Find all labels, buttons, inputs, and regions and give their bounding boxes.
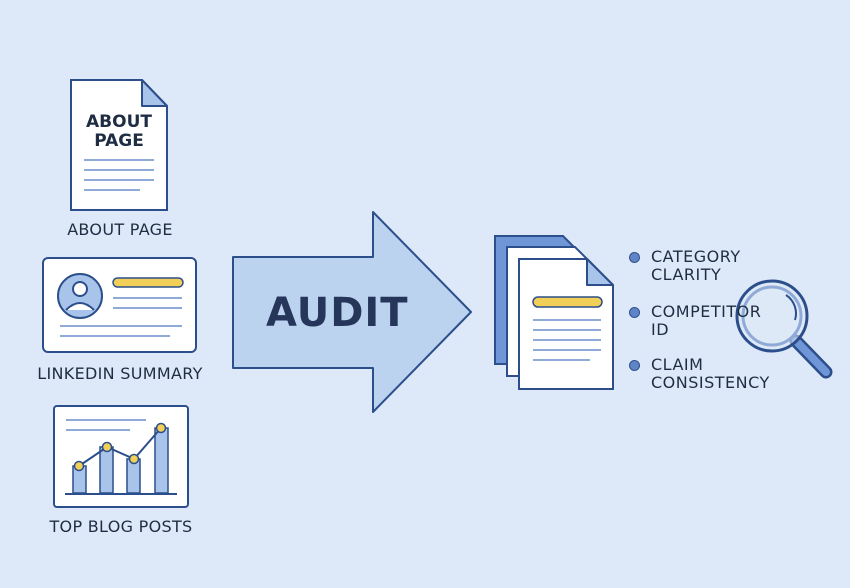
about-page-label: ABOUT PAGE [67,220,173,239]
about-page-document-icon [70,79,168,211]
about-page-document-title: ABOUT PAGE [86,112,152,151]
criterion-bullet [629,252,640,263]
criterion-category-clarity: CATEGORY CLARITY [651,247,741,284]
blog-posts-chart-icon [53,405,189,508]
linkedin-summary-label: LINKEDIN SUMMARY [37,364,203,383]
audit-arrow-icon [232,211,472,413]
criterion-bullet [629,307,640,318]
stacked-documents-icon [494,235,614,390]
criterion-claim-consistency: CLAIM CONSISTENCY [651,355,770,392]
magnifier-icon [735,279,833,379]
linkedin-profile-card-icon [42,257,197,353]
audit-label: AUDIT [266,290,409,336]
top-blog-posts-label: TOP BLOG POSTS [49,517,193,536]
criterion-competitor-id: COMPETITOR ID [651,302,762,339]
criterion-bullet [629,360,640,371]
